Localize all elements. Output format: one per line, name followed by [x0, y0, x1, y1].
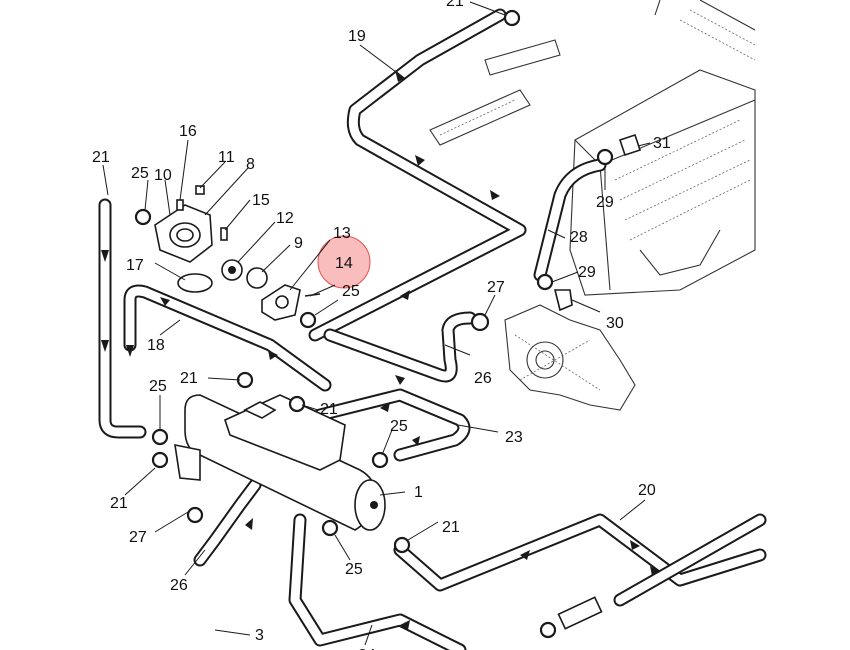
callout-8: 8 — [246, 156, 255, 173]
callout-20: 20 — [638, 482, 656, 499]
callout-21-bottom-left: 21 — [110, 495, 128, 512]
callout-25-right: 25 — [390, 418, 408, 435]
callout-21-top: 21 — [446, 0, 464, 10]
callout-10: 10 — [154, 167, 172, 184]
callout-19: 19 — [348, 28, 366, 45]
fitting-31[interactable] — [618, 133, 642, 157]
callout-28: 28 — [570, 229, 588, 246]
callout-16: 16 — [179, 123, 197, 140]
water-pump-sketch — [504, 304, 636, 411]
callout-31: 31 — [653, 135, 671, 152]
callout-29-mid: 29 — [578, 264, 596, 281]
gasket-9[interactable] — [246, 267, 268, 289]
inline-connector[interactable] — [557, 596, 603, 630]
callout-9: 9 — [294, 235, 303, 252]
hose-21-left[interactable] — [98, 198, 147, 439]
fitting-30[interactable] — [553, 289, 573, 312]
callout-25-center: 25 — [342, 283, 360, 300]
flow-arrows — [101, 70, 660, 630]
callout-21-mid: 21 — [180, 370, 198, 387]
callout-12: 12 — [276, 210, 294, 227]
callout-29-top: 29 — [596, 194, 614, 211]
callout-25-left: 25 — [149, 378, 167, 395]
hose-23[interactable] — [313, 388, 471, 462]
screw-16[interactable] — [176, 199, 184, 211]
callout-27-upper: 27 — [487, 279, 505, 296]
callout-23: 23 — [505, 429, 523, 446]
engine-block-sketch — [569, 0, 756, 296]
callout-11: 11 — [218, 149, 235, 166]
callout-14: 14 — [335, 255, 353, 272]
callout-25-top: 25 — [131, 165, 149, 182]
callout-21-center: 21 — [320, 401, 338, 418]
heat-exchanger[interactable] — [174, 394, 386, 531]
callout-3: 3 — [255, 627, 264, 644]
callout-26-lower: 26 — [170, 577, 188, 594]
thermostat-12[interactable] — [221, 259, 243, 281]
hose-26-lower[interactable] — [193, 478, 262, 567]
callout-24: 24 — [358, 647, 376, 650]
hose-28[interactable] — [533, 158, 607, 282]
hose-26-upper[interactable] — [323, 311, 477, 383]
callout-13: 13 — [333, 225, 351, 242]
hose-lower-right[interactable] — [613, 513, 767, 607]
callout-26-upper: 26 — [474, 370, 492, 387]
callout-27-lower: 27 — [129, 529, 147, 546]
hose-20[interactable] — [393, 513, 767, 592]
callout-labels: 1 3 8 9 10 11 12 13 14 15 16 17 18 19 20… — [92, 0, 671, 650]
hose-clamps[interactable] — [134, 9, 614, 639]
cover-13[interactable] — [261, 284, 301, 321]
hose-18[interactable] — [123, 284, 332, 392]
callout-21-bottom: 21 — [442, 519, 460, 536]
gasket-17[interactable] — [177, 273, 213, 293]
callout-17: 17 — [126, 257, 144, 274]
callout-18: 18 — [147, 337, 165, 354]
leader-lines — [102, 1, 651, 646]
hose-19[interactable] — [308, 8, 527, 342]
heater-valve-sketch — [429, 39, 561, 146]
hose-24[interactable] — [288, 513, 467, 650]
callout-30: 30 — [606, 315, 624, 332]
screw-11[interactable] — [195, 185, 205, 195]
thermostat-housing[interactable] — [154, 204, 213, 263]
screw-15[interactable] — [220, 227, 228, 241]
callout-15: 15 — [252, 192, 270, 209]
callout-1: 1 — [414, 484, 423, 501]
callout-25-bottom: 25 — [345, 561, 363, 578]
highlight-marker — [317, 235, 371, 289]
callout-21-top-left: 21 — [92, 149, 110, 166]
